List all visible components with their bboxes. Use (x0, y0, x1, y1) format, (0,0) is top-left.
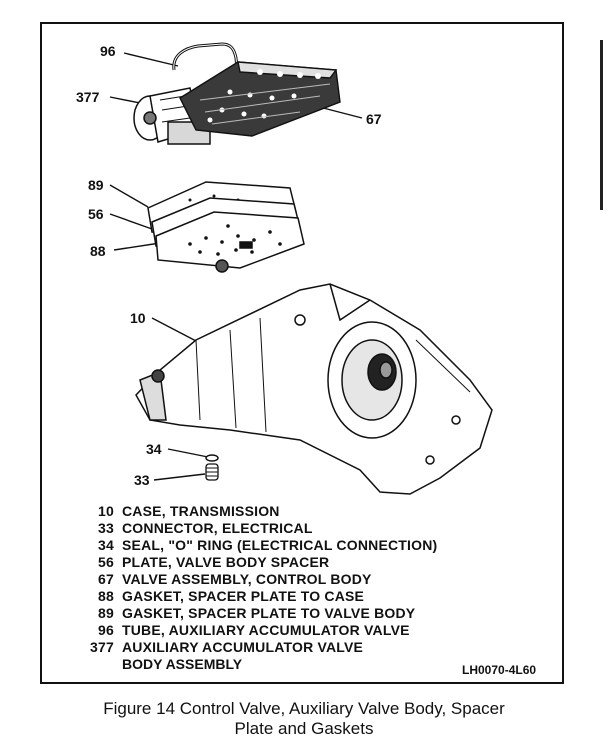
callout-89: 89 (88, 177, 104, 193)
legend-row: 377 AUXILIARY ACCUMULATOR VALVE (66, 639, 506, 656)
legend-row: 89 GASKET, SPACER PLATE TO VALVE BODY (66, 605, 506, 622)
callout-377: 377 (76, 89, 100, 105)
legend-part-description: SEAL, "O" RING (ELECTRICAL CONNECTION) (122, 537, 438, 553)
caption-line-2: Plate and Gaskets (234, 719, 374, 738)
callout-56: 56 (88, 206, 104, 222)
leader-line-10 (151, 317, 199, 343)
figure-frame (40, 22, 564, 684)
parts-legend: 10 CASE, TRANSMISSION 33 CONNECTOR, ELEC… (66, 503, 506, 673)
legend-part-number: 88 (98, 588, 114, 604)
o-ring-seal-drawing (205, 454, 219, 462)
legend-part-number: 56 (98, 554, 114, 570)
leader-line-56 (109, 213, 153, 230)
electrical-connector-drawing (205, 463, 219, 481)
legend-part-number: 377 (90, 639, 114, 655)
legend-row: 56 PLATE, VALVE BODY SPACER (66, 554, 506, 571)
legend-row: 67 VALVE ASSEMBLY, CONTROL BODY (66, 571, 506, 588)
figure-reference-code: LH0070-4L60 (462, 663, 537, 677)
leader-line-88 (113, 242, 161, 251)
legend-part-description: CONNECTOR, ELECTRICAL (122, 520, 313, 536)
legend-part-description: PLATE, VALVE BODY SPACER (122, 554, 330, 570)
legend-part-number: 10 (98, 503, 114, 519)
leader-line-33 (153, 473, 206, 481)
caption-line-1: Figure 14 Control Valve, Auxiliary Valve… (103, 699, 505, 718)
legend-row: 96 TUBE, AUXILIARY ACCUMULATOR VALVE (66, 622, 506, 639)
legend-part-number: 67 (98, 571, 114, 587)
control-valve-body-drawing (179, 61, 341, 137)
legend-part-number: 33 (98, 520, 114, 536)
legend-continuation: BODY ASSEMBLY (122, 656, 243, 672)
leader-line-89 (109, 184, 149, 208)
transmission-case-drawing (135, 283, 493, 495)
gasket-88-drawing (155, 211, 305, 273)
legend-part-number: 96 (98, 622, 114, 638)
legend-part-number: 34 (98, 537, 114, 553)
callout-88: 88 (90, 243, 106, 259)
callout-33: 33 (134, 472, 150, 488)
leader-line-34 (167, 448, 209, 458)
legend-row: 88 GASKET, SPACER PLATE TO CASE (66, 588, 506, 605)
callout-67: 67 (366, 111, 382, 127)
callout-10: 10 (130, 310, 146, 326)
page-edge-mark (600, 40, 603, 210)
legend-part-description: CASE, TRANSMISSION (122, 503, 280, 519)
legend-part-description: GASKET, SPACER PLATE TO VALVE BODY (122, 605, 416, 621)
legend-row: 34 SEAL, "O" RING (ELECTRICAL CONNECTION… (66, 537, 506, 554)
leader-line-96 (123, 52, 179, 67)
legend-part-description: TUBE, AUXILIARY ACCUMULATOR VALVE (122, 622, 410, 638)
legend-part-description: VALVE ASSEMBLY, CONTROL BODY (122, 571, 372, 587)
legend-row: 33 CONNECTOR, ELECTRICAL (66, 520, 506, 537)
callout-34: 34 (146, 441, 162, 457)
legend-row: 10 CASE, TRANSMISSION (66, 503, 506, 520)
legend-part-description: GASKET, SPACER PLATE TO CASE (122, 588, 365, 604)
legend-part-number: 89 (98, 605, 114, 621)
figure-caption: Figure 14 Control Valve, Auxiliary Valve… (0, 699, 608, 739)
callout-96: 96 (100, 43, 116, 59)
legend-part-description: AUXILIARY ACCUMULATOR VALVE (122, 639, 364, 655)
